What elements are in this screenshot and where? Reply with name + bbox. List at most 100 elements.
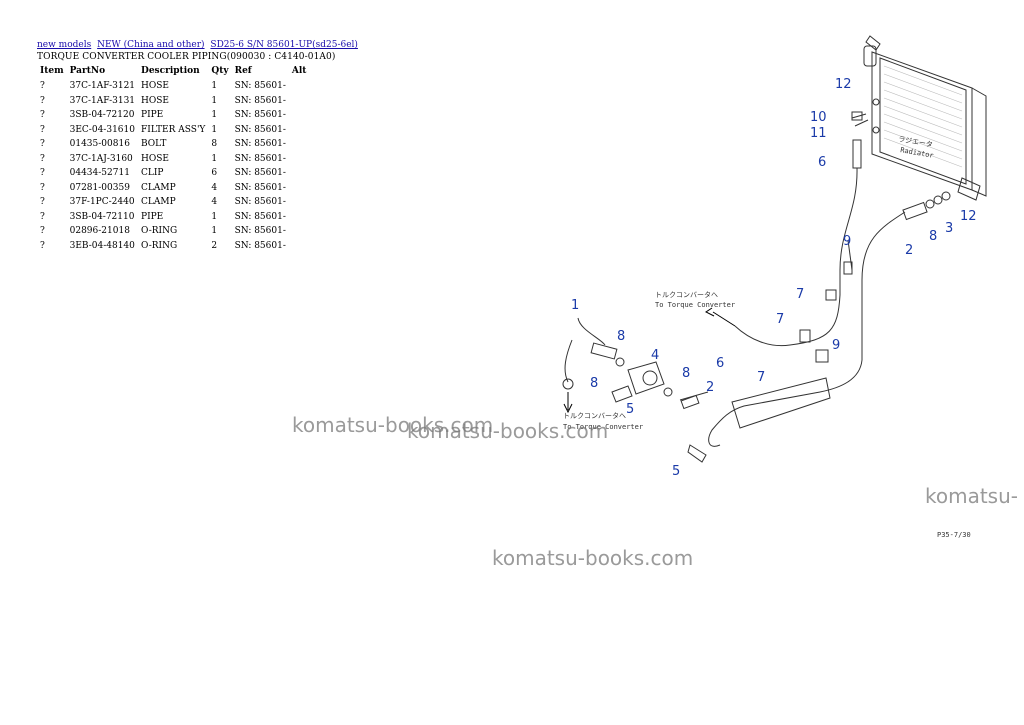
cell-alt: [289, 137, 310, 152]
cell-description: HOSE: [141, 81, 169, 92]
cell-alt: [289, 152, 310, 167]
cell-ref: SN: 85601-: [234, 197, 286, 208]
table-row: ? 37F-1PC-2440 CLAMP 4 SN: 85601-: [37, 195, 309, 210]
callout-number: 6: [716, 356, 724, 371]
watermark-text: komatsu-books.com: [492, 546, 694, 570]
cell-description: O-RING: [141, 226, 178, 237]
cell-qty: 1: [211, 95, 218, 106]
breadcrumb-link-new-china[interactable]: NEW (China and other): [97, 40, 205, 50]
watermark-text: komatsu-: [925, 484, 1018, 508]
cell-qty: 8: [211, 139, 218, 150]
cell-part-no: 3EB-04-48140: [69, 240, 135, 251]
callout-number: 4: [651, 348, 659, 363]
cell-ref: SN: 85601-: [234, 124, 286, 135]
cell-part-no: 3EC-04-31610: [69, 124, 135, 135]
cell-qty: 1: [211, 110, 218, 121]
cell-description: O-RING: [141, 240, 178, 251]
page-code: P35-7/30: [937, 531, 971, 539]
cell-alt: [289, 224, 310, 239]
cell-ref: SN: 85601-: [234, 168, 286, 179]
cell-description: HOSE: [141, 153, 169, 164]
watermark-text: komatsu-books.com: [407, 419, 609, 443]
cell-item: ?: [40, 95, 45, 106]
cell-item: ?: [40, 139, 45, 150]
cell-item: ?: [40, 124, 45, 135]
radiator-label-en: Radiator: [900, 146, 935, 160]
cell-description: CLAMP: [141, 197, 176, 208]
callout-number: 9: [843, 234, 851, 249]
breadcrumb-link-model[interactable]: SD25-6 S/N 85601-UP(sd25-6el): [210, 40, 358, 50]
column-header-ref: Ref: [234, 66, 252, 76]
cell-part-no: 37F-1PC-2440: [69, 197, 135, 208]
cell-alt: [289, 181, 310, 196]
cell-part-no: 37C-1AF-3121: [69, 81, 136, 92]
callout-number: 10: [810, 110, 827, 125]
callout-number: 8: [682, 366, 690, 381]
cell-part-no: 07281-00359: [69, 182, 130, 193]
cell-alt: [289, 195, 310, 210]
cell-description: CLAMP: [141, 182, 176, 193]
cell-ref: SN: 85601-: [234, 182, 286, 193]
cell-item: ?: [40, 182, 45, 193]
callout-number: 12: [835, 77, 852, 92]
callout-number: 1: [571, 298, 579, 313]
cell-ref: SN: 85601-: [234, 95, 286, 106]
cell-item: ?: [40, 168, 45, 179]
callout-number: 12: [960, 209, 977, 224]
cell-qty: 1: [211, 153, 218, 164]
cell-ref: SN: 85601-: [234, 110, 286, 121]
cell-item: ?: [40, 226, 45, 237]
cell-part-no: 3SB-04-72110: [69, 211, 135, 222]
cell-ref: SN: 85601-: [234, 240, 286, 251]
cell-alt: [289, 239, 310, 254]
cell-item: ?: [40, 240, 45, 251]
cell-part-no: 01435-00816: [69, 139, 130, 150]
cell-description: PIPE: [141, 110, 164, 121]
callout-number: 8: [590, 376, 598, 391]
cell-part-no: 04434-52711: [69, 168, 130, 179]
table-row: ? 01435-00816 BOLT 8 SN: 85601-: [37, 137, 309, 152]
callout-number: 11: [810, 126, 827, 141]
cell-qty: 1: [211, 211, 218, 222]
callout-number: 3: [945, 221, 953, 236]
callout-number: 8: [929, 229, 937, 244]
breadcrumb: new models NEW (China and other) SD25-6 …: [37, 40, 361, 50]
cell-qty: 4: [211, 197, 218, 208]
cell-alt: [289, 210, 310, 225]
cell-ref: SN: 85601-: [234, 81, 286, 92]
cell-qty: 6: [211, 168, 218, 179]
cell-part-no: 02896-21018: [69, 226, 130, 237]
column-header-description: Description: [141, 66, 200, 76]
cell-description: FILTER ASS'Y: [141, 124, 206, 135]
cell-item: ?: [40, 81, 45, 92]
cell-item: ?: [40, 211, 45, 222]
cell-ref: SN: 85601-: [234, 226, 286, 237]
cell-alt: [289, 94, 310, 109]
callout-number: 7: [796, 287, 804, 302]
cell-item: ?: [40, 197, 45, 208]
cell-alt: [289, 79, 310, 94]
cell-item: ?: [40, 153, 45, 164]
page-title: TORQUE CONVERTER COOLER PIPING(090030 : …: [37, 52, 336, 62]
radiator-drawing: [863, 35, 987, 201]
watermark-text: komatsu-books.com: [292, 413, 494, 437]
cell-alt: [289, 108, 310, 123]
cell-ref: SN: 85601-: [234, 139, 286, 150]
cell-ref: SN: 85601-: [234, 211, 286, 222]
callout-number: 6: [818, 155, 826, 170]
cell-description: BOLT: [141, 139, 167, 150]
cell-alt: [289, 166, 310, 181]
to-converter-label-jp: トルクコンバータへ: [655, 290, 718, 299]
column-header-item: Item: [40, 66, 64, 76]
to-converter-label-en: To Torque Converter: [655, 301, 735, 309]
breadcrumb-link-new-models[interactable]: new models: [37, 40, 92, 50]
